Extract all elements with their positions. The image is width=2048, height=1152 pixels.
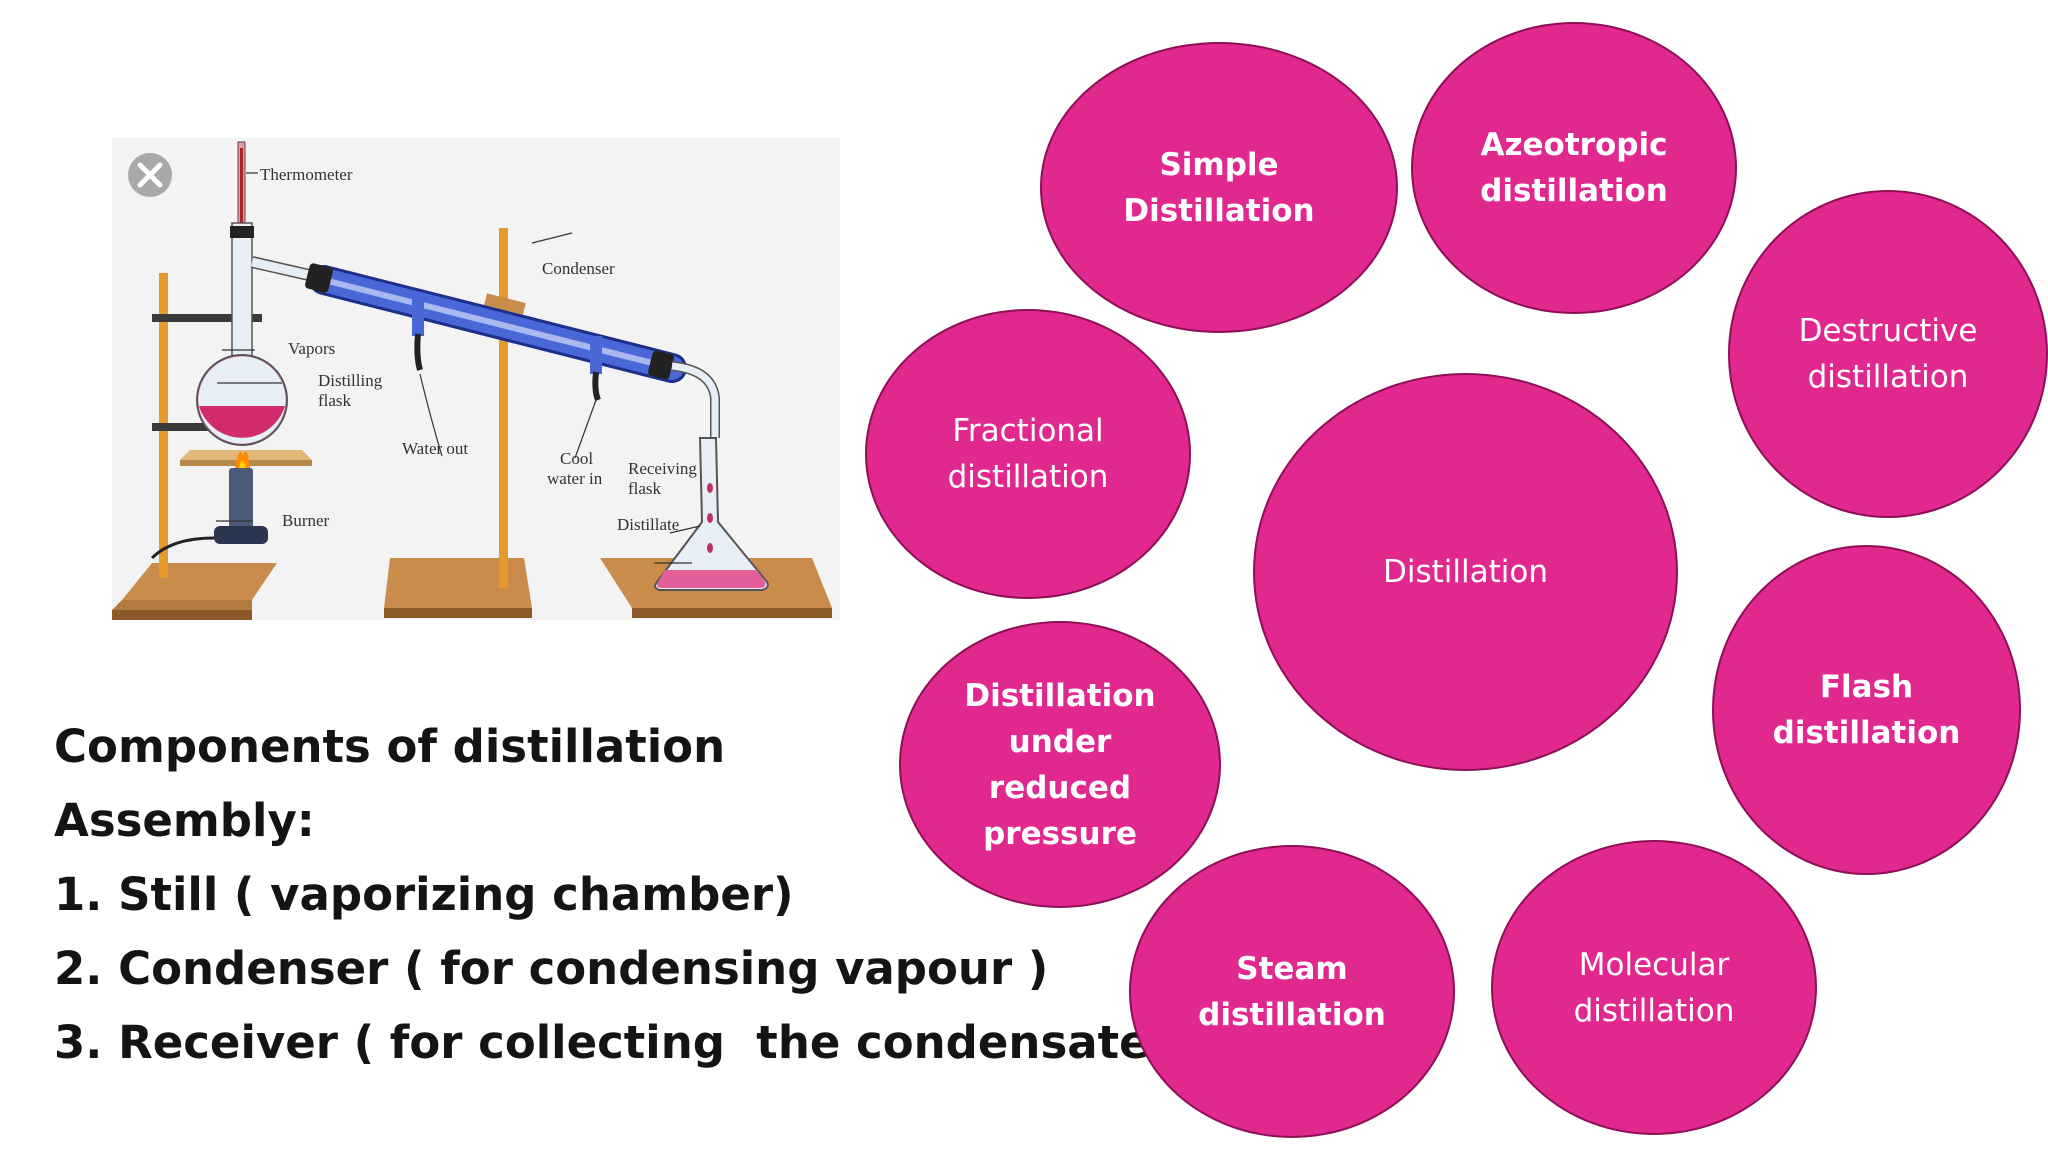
bubble-distillation-under-reduced-pressure: Distillation under reduced pressure [899,621,1221,908]
label-receiving-flask-1: Receiving [628,459,697,478]
bubble-flash-distillation: Flash distillation [1712,545,2021,875]
bubble-label: Steam distillation [1198,950,1386,1033]
label-receiving-flask-2: flask [628,479,662,498]
bubble-label: Simple Distillation [1123,146,1315,229]
burner [150,451,268,560]
bubble-label: Distillation [1382,554,1548,590]
bubble-label: Flash distillation [1772,669,1961,751]
apparatus-drawing: Thermometer Condenser Vapors Distilling … [112,141,832,620]
component-item-condenser: 2. Condenser ( for condensing vapour ) [54,942,1049,995]
close-icon[interactable] [128,153,172,197]
bubble-label: Fractional distillation [947,413,1109,495]
component-item-receiver: 3. Receiver ( for collecting the condens… [54,1016,1171,1069]
leader-lines [216,232,701,564]
component-item-still: 1. Still ( vaporizing chamber) [54,868,794,921]
label-burner: Burner [282,511,330,530]
bubble-azeotropic-distillation: Azeotropic distillation [1411,22,1737,314]
label-cool-water-2: water in [547,469,603,488]
label-distilling-flask-2: flask [318,391,352,410]
stand-base-middle [384,558,532,618]
label-condenser: Condenser [542,259,615,278]
bubble-label: Destructive distillation [1798,313,1978,395]
label-cool-water-1: Cool [560,449,593,468]
clamp [484,293,526,315]
bubble-distillation-center: Distillation [1253,373,1678,771]
label-water-out: Water out [402,439,468,458]
bubble-label: Molecular distillation [1573,946,1735,1029]
distilling-flask [196,354,288,446]
bubble-label: Azeotropic distillation [1480,127,1668,209]
bubble-simple-distillation: Simple Distillation [1040,42,1398,333]
label-vapors: Vapors [288,339,335,358]
bubble-fractional-distillation: Fractional distillation [865,309,1191,599]
components-heading-line2: Assembly: [54,794,315,847]
bubble-steam-distillation: Steam distillation [1129,845,1455,1138]
stand-rod-right [499,228,508,588]
label-thermometer: Thermometer [260,165,353,184]
bubble-molecular-distillation: Molecular distillation [1491,840,1817,1135]
components-list: Components of distillation Assembly: 1. … [54,710,1171,1080]
label-distillate: Distillate [617,515,679,534]
components-heading-line1: Components of distillation [54,720,726,773]
stand-base-left [112,563,277,620]
bubble-destructive-distillation: Destructive distillation [1728,190,2048,518]
receiving-flask [654,437,769,591]
clamp [152,423,227,431]
label-distilling-flask-1: Distilling [318,371,383,390]
distillation-apparatus-figure: Thermometer Condenser Vapors Distilling … [112,138,840,620]
bubble-label: Distillation under reduced pressure [964,677,1156,852]
condenser [305,263,687,402]
clamp [152,314,262,322]
